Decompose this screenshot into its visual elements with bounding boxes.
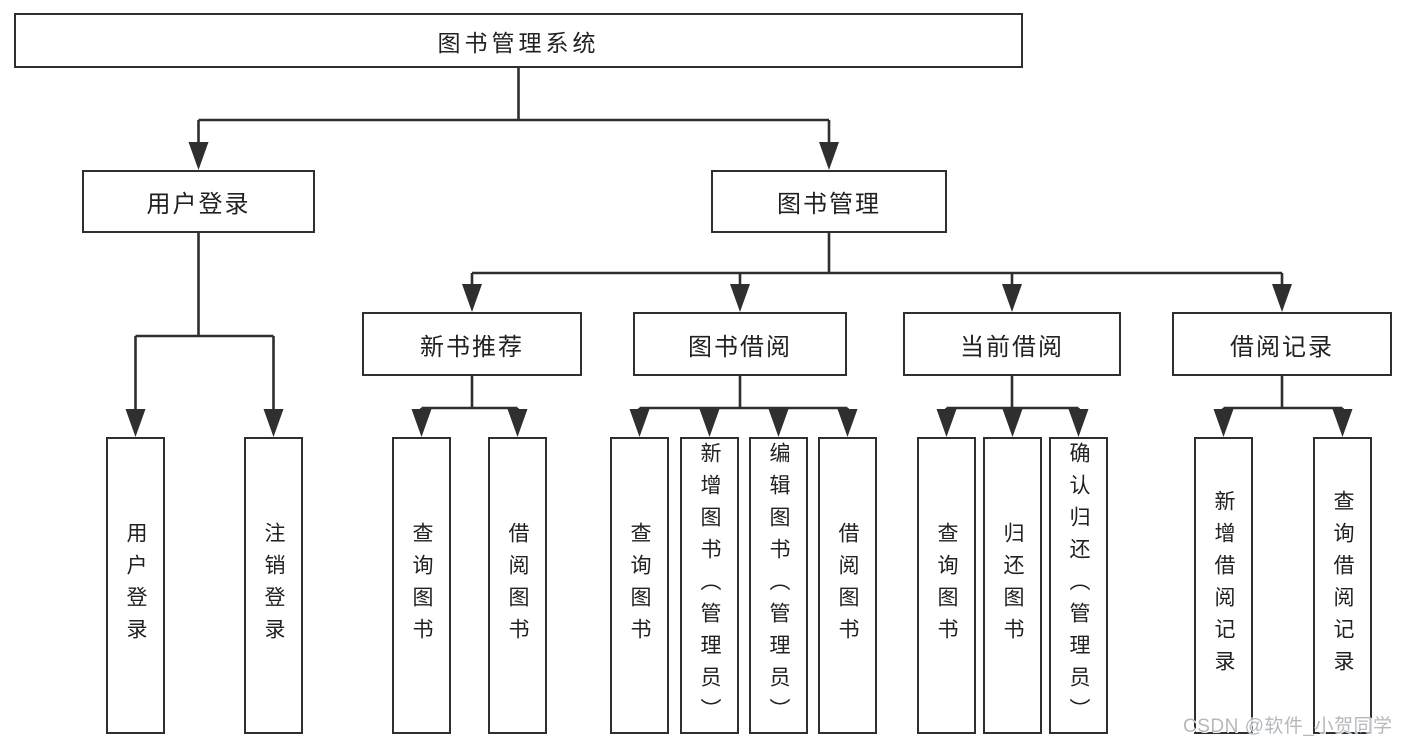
node-current-borrowing-label: 当前借阅 bbox=[960, 333, 1064, 361]
node-book-management-branch-label: 图书管理 bbox=[777, 191, 881, 218]
leaf-return-book-label: 归还图书 bbox=[1001, 521, 1024, 650]
leaf-add-borrow-record: 新增借阅记录 bbox=[1194, 437, 1253, 734]
leaf-query-books-current: 查询图书 bbox=[917, 437, 976, 734]
leaf-query-books-recommend: 查询图书 bbox=[392, 437, 451, 734]
leaf-edit-book-admin-label: 编辑图书（管理员） bbox=[767, 441, 790, 730]
leaf-add-book-admin: 新增图书（管理员） bbox=[680, 437, 739, 734]
leaf-add-book-admin-label: 新增图书（管理员） bbox=[698, 441, 721, 730]
leaf-borrow-books-recommend: 借阅图书 bbox=[488, 437, 547, 734]
leaf-user-login-label: 用户登录 bbox=[124, 521, 147, 650]
leaf-query-borrow-record-label: 查询借阅记录 bbox=[1331, 489, 1354, 682]
watermark: CSDN @软件_小贺同学 bbox=[1183, 716, 1393, 737]
leaf-query-books-current-label: 查询图书 bbox=[935, 521, 958, 650]
leaf-user-login: 用户登录 bbox=[106, 437, 165, 734]
leaf-borrow-book: 借阅图书 bbox=[818, 437, 877, 734]
node-library-management-system-label: 图书管理系统 bbox=[437, 29, 600, 56]
node-library-management-system: 图书管理系统 bbox=[14, 13, 1023, 68]
leaf-query-books-borrow: 查询图书 bbox=[610, 437, 669, 734]
node-current-borrowing: 当前借阅 bbox=[903, 312, 1121, 376]
leaf-borrow-book-label: 借阅图书 bbox=[836, 521, 859, 650]
node-user-login-branch: 用户登录 bbox=[82, 170, 315, 233]
node-book-borrowing-label: 图书借阅 bbox=[688, 333, 792, 361]
node-borrowing-records: 借阅记录 bbox=[1172, 312, 1392, 376]
node-borrowing-records-label: 借阅记录 bbox=[1230, 333, 1334, 361]
leaf-query-books-recommend-label: 查询图书 bbox=[410, 521, 433, 650]
leaf-return-book: 归还图书 bbox=[983, 437, 1042, 734]
leaf-confirm-return-admin: 确认归还（管理员） bbox=[1049, 437, 1108, 734]
node-new-book-recommendation: 新书推荐 bbox=[362, 312, 582, 376]
leaf-borrow-books-recommend-label: 借阅图书 bbox=[506, 521, 529, 650]
node-book-borrowing: 图书借阅 bbox=[633, 312, 847, 376]
leaf-edit-book-admin: 编辑图书（管理员） bbox=[749, 437, 808, 734]
leaf-query-books-borrow-label: 查询图书 bbox=[628, 521, 651, 650]
leaf-logout-label: 注销登录 bbox=[262, 521, 285, 650]
node-user-login-branch-label: 用户登录 bbox=[146, 191, 251, 218]
node-new-book-recommendation-label: 新书推荐 bbox=[420, 333, 524, 361]
leaf-logout: 注销登录 bbox=[244, 437, 303, 734]
leaf-add-borrow-record-label: 新增借阅记录 bbox=[1212, 489, 1235, 682]
leaf-query-borrow-record: 查询借阅记录 bbox=[1313, 437, 1372, 734]
node-book-management-branch: 图书管理 bbox=[711, 170, 947, 233]
leaf-confirm-return-admin-label: 确认归还（管理员） bbox=[1067, 441, 1090, 730]
